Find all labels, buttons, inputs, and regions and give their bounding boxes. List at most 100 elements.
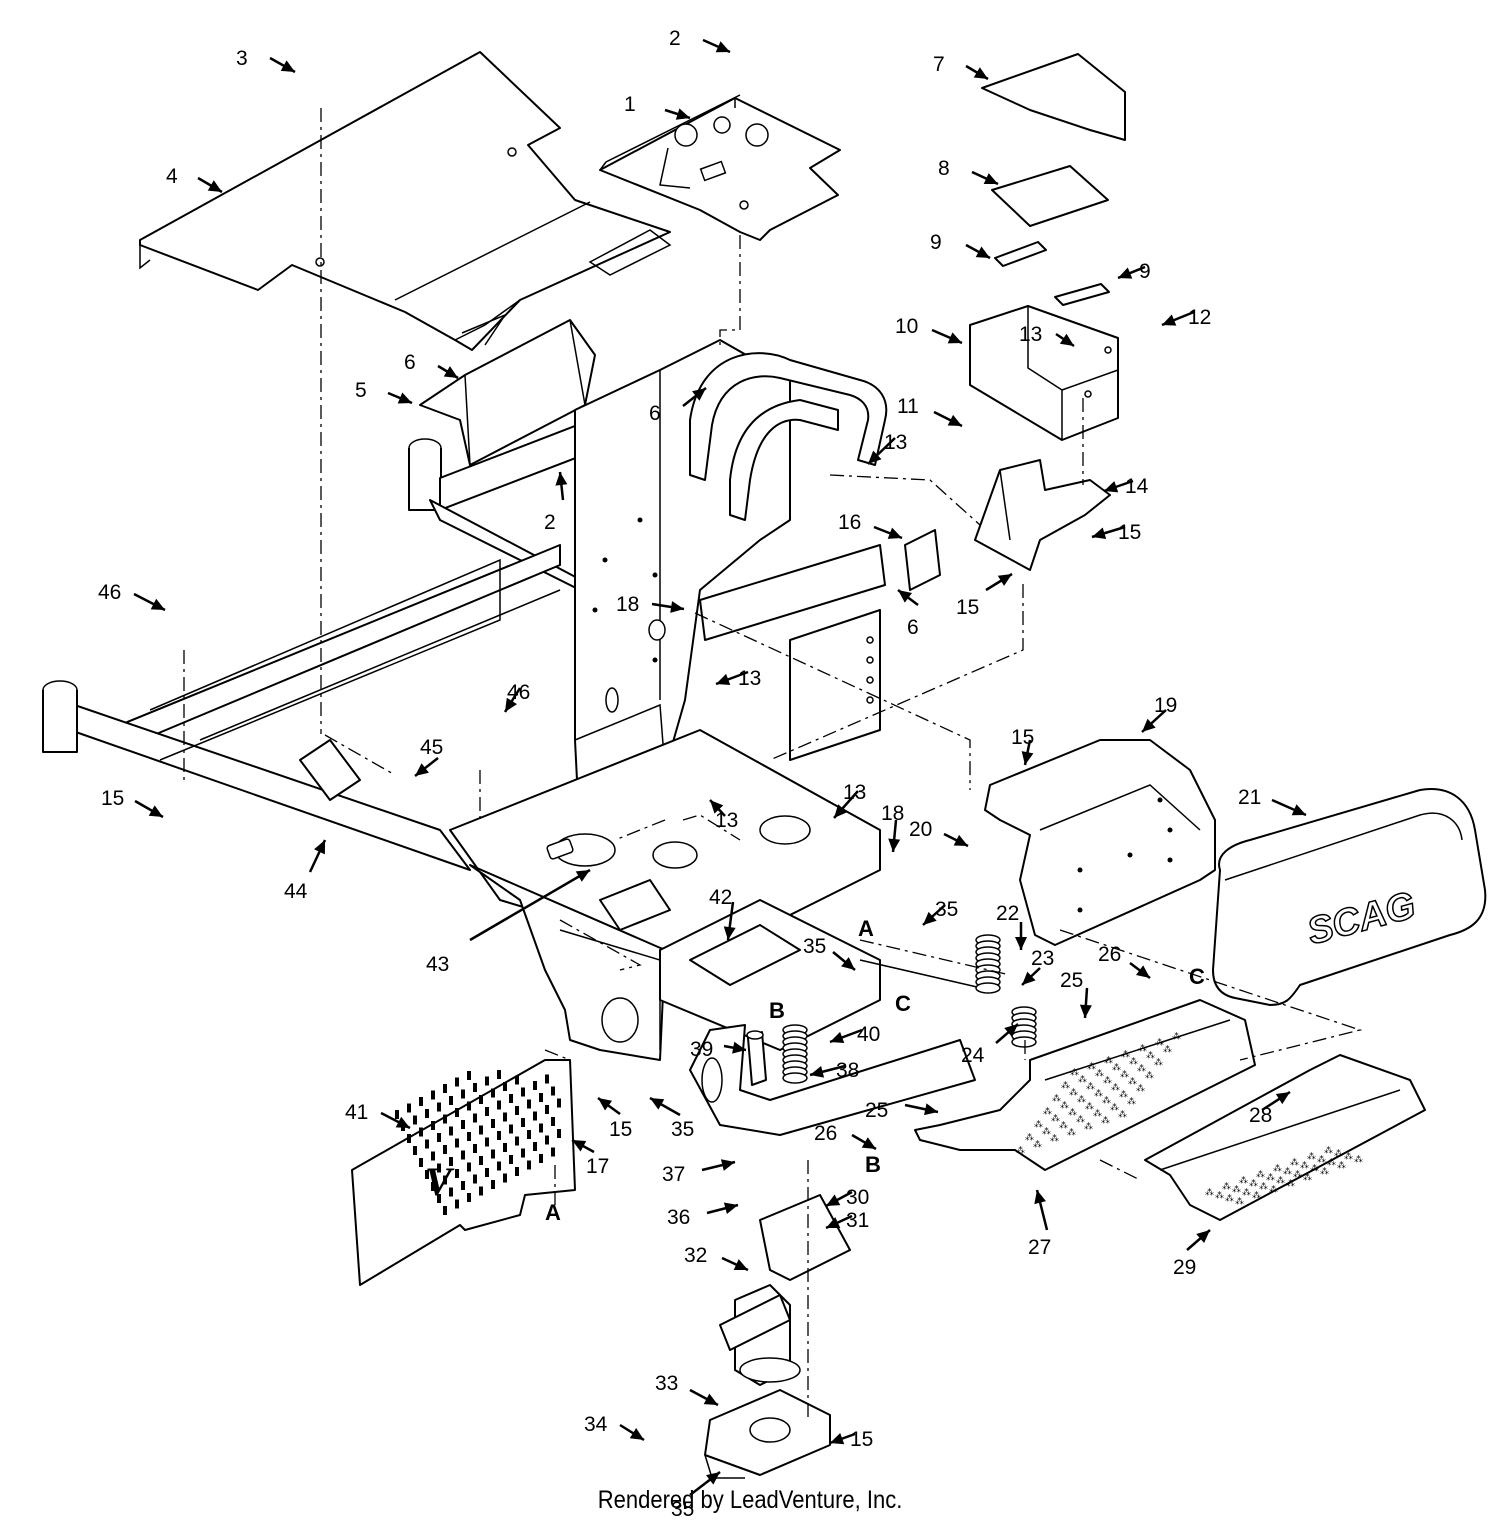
callout-number: 26: [814, 1122, 837, 1145]
perforation-mark: ⁂: [1050, 1133, 1059, 1144]
grille-slot: [455, 1169, 459, 1178]
callout-arrowhead: [810, 1065, 825, 1078]
perforation-mark: ⁂: [1337, 1160, 1346, 1171]
callout-arrowhead: [953, 834, 968, 846]
grille-slot: [443, 1175, 447, 1185]
perforation-mark: ⁂: [1025, 1132, 1034, 1143]
perforation-mark: ⁂: [1129, 1056, 1138, 1067]
callout-c13a: 13: [1019, 323, 1075, 348]
perforation-mark: ⁂: [1051, 1113, 1060, 1124]
callout-arrowhead: [505, 697, 517, 712]
perforation-mark: ⁂: [1235, 1196, 1244, 1207]
callout-c22: 22: [996, 902, 1027, 950]
grille-slot: [539, 1123, 543, 1133]
callout-number: 22: [996, 902, 1019, 925]
callout-arrowhead: [1092, 527, 1107, 539]
perforation-mark: ⁂: [1127, 1096, 1136, 1107]
perforation-mark: ⁂: [1273, 1163, 1282, 1174]
grille-slot: [497, 1161, 501, 1171]
callout-arrowhead: [923, 911, 937, 925]
callout-c8: 8: [938, 157, 999, 186]
perforation-mark: ⁂: [1138, 1043, 1147, 1054]
ref-letter-b-upper: B: [769, 998, 785, 1023]
grille-slot: [461, 1089, 465, 1099]
callout-arrowhead: [629, 1428, 644, 1440]
callout-c2a: 2: [669, 27, 731, 54]
grille-slot: [419, 1127, 423, 1137]
callout-arrowhead: [395, 1116, 410, 1128]
callout-number: 2: [669, 27, 681, 50]
callout-c15e: 15: [597, 1096, 632, 1141]
callout-arrowhead: [397, 392, 412, 404]
perforation-mark: ⁂: [1324, 1145, 1333, 1156]
grille-slot: [491, 1119, 495, 1128]
callout-c26b: 26: [814, 1122, 877, 1151]
perforation-mark: ⁂: [1104, 1055, 1113, 1066]
callout-c43: 43: [426, 868, 591, 976]
grille-slot: [545, 1135, 549, 1145]
seat-cushion-21: SCAG: [1212, 788, 1487, 1006]
callout-number: 15: [609, 1118, 632, 1141]
callout-number: 20: [909, 818, 932, 841]
callout-number: 39: [690, 1038, 713, 1061]
grille-slot: [509, 1124, 513, 1134]
grille-slot: [539, 1093, 543, 1102]
panel-8: [991, 165, 1109, 227]
perforation-mark: ⁂: [1120, 1069, 1129, 1080]
callout-arrowhead: [983, 173, 998, 184]
grille-slot: [497, 1100, 501, 1110]
grille-slot: [467, 1071, 471, 1080]
grille-slot: [539, 1154, 543, 1163]
callout-number: 38: [836, 1059, 859, 1082]
callout-number: 15: [101, 787, 124, 810]
perforation-mark: ⁂: [1061, 1080, 1070, 1091]
callout-number: 44: [284, 880, 308, 903]
callout-number: 28: [1249, 1104, 1272, 1127]
callout-number: 33: [655, 1372, 678, 1395]
perforation-mark: ⁂: [1067, 1127, 1076, 1138]
callout-c29: 29: [1173, 1229, 1211, 1279]
grille-slot: [497, 1131, 501, 1140]
callout-c17: 17: [571, 1138, 609, 1178]
perforation-mark: ⁂: [1077, 1094, 1086, 1105]
perforation-mark: ⁂: [1042, 1126, 1051, 1137]
perforation-mark: ⁂: [1110, 1102, 1119, 1113]
callout-arrowhead: [1059, 333, 1074, 346]
callout-arrowhead: [1034, 1190, 1046, 1205]
callout-number: 15: [1118, 521, 1141, 544]
callout-arrowhead: [947, 414, 962, 426]
callout-number: 23: [1031, 947, 1054, 970]
perforation-mark: ⁂: [1068, 1107, 1077, 1118]
grille-slot: [491, 1180, 495, 1189]
callout-arrowhead: [826, 1194, 841, 1206]
callout-leader: [469, 868, 591, 942]
grille-slot: [467, 1162, 471, 1172]
callout-arrowhead: [830, 1031, 845, 1044]
callout-arrowhead: [572, 1140, 587, 1152]
callout-c4: 4: [166, 165, 223, 194]
callout-c25a: 25: [1060, 969, 1092, 1019]
foot-plate-perforations: ⁂⁂⁂⁂⁂⁂⁂⁂⁂⁂⁂⁂⁂⁂⁂⁂⁂⁂⁂⁂⁂⁂⁂⁂⁂⁂⁂⁂⁂⁂⁂⁂⁂⁂⁂⁂⁂⁂⁂⁂…: [1016, 1031, 1363, 1207]
grille-slot: [455, 1199, 459, 1209]
callout-arrowhead: [830, 1432, 845, 1445]
callout-c13e: 13: [833, 781, 866, 819]
grille-slot: [449, 1126, 453, 1136]
perforation-mark: ⁂: [1136, 1083, 1145, 1094]
grille-slot: [395, 1110, 399, 1119]
callout-number: 26: [1098, 943, 1121, 966]
callout-c44: 44: [284, 839, 327, 903]
grille-slot: [455, 1077, 459, 1087]
callout-c21: 21: [1238, 786, 1307, 817]
perforation-mark: ⁂: [1102, 1095, 1111, 1106]
callout-number: 42: [709, 886, 732, 909]
callout-number: 35: [803, 935, 826, 958]
grille-slot: [413, 1115, 417, 1125]
callout-c36: 36: [667, 1202, 739, 1229]
grille-slot: [455, 1138, 459, 1148]
handle-loop: [689, 352, 888, 521]
callout-c1: 1: [624, 93, 691, 120]
grille-slot: [515, 1136, 519, 1146]
perforation-mark: ⁂: [1084, 1121, 1093, 1132]
grille-slot: [527, 1160, 531, 1170]
callout-c6c: 6: [897, 589, 919, 639]
